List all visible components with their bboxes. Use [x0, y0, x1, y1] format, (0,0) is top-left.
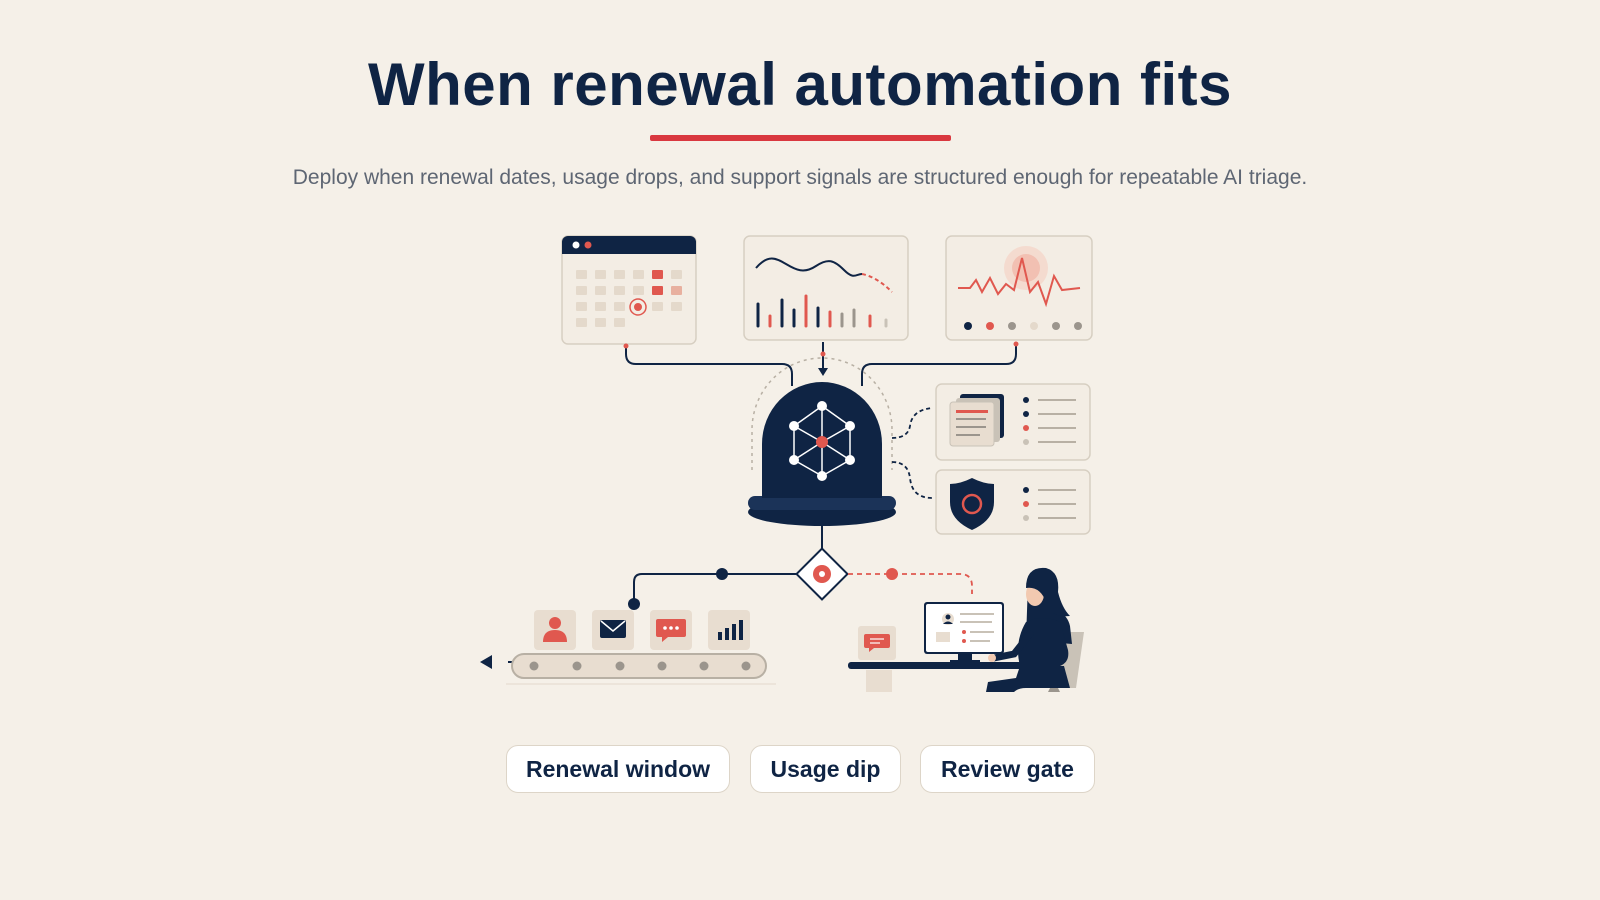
conveyor-belt	[480, 653, 776, 685]
reviewer-at-desk-icon	[848, 567, 1084, 692]
page-subtitle: Deploy when renewal dates, usage drops, …	[292, 166, 1308, 189]
chip-renewal-window[interactable]: Renewal window	[506, 745, 730, 793]
document-stack-icon	[935, 383, 1091, 461]
page-title: When renewal automation fits	[367, 51, 1233, 118]
calendar-icon	[561, 235, 697, 345]
pulse-signal-icon	[945, 235, 1093, 341]
trend-chart-icon	[743, 235, 909, 341]
chip-usage-dip[interactable]: Usage dip	[750, 745, 901, 793]
ai-network-dome-icon	[748, 357, 896, 526]
chip-review-gate[interactable]: Review gate	[920, 745, 1095, 793]
bar-chart-icon	[708, 610, 750, 650]
renewal-automation-illustration	[480, 235, 1093, 692]
shield-icon	[935, 469, 1091, 535]
chat-icon	[650, 610, 692, 650]
mail-icon	[592, 610, 634, 650]
user-icon	[534, 610, 576, 650]
title-underline	[650, 135, 951, 141]
decision-diamond-icon	[795, 547, 849, 601]
